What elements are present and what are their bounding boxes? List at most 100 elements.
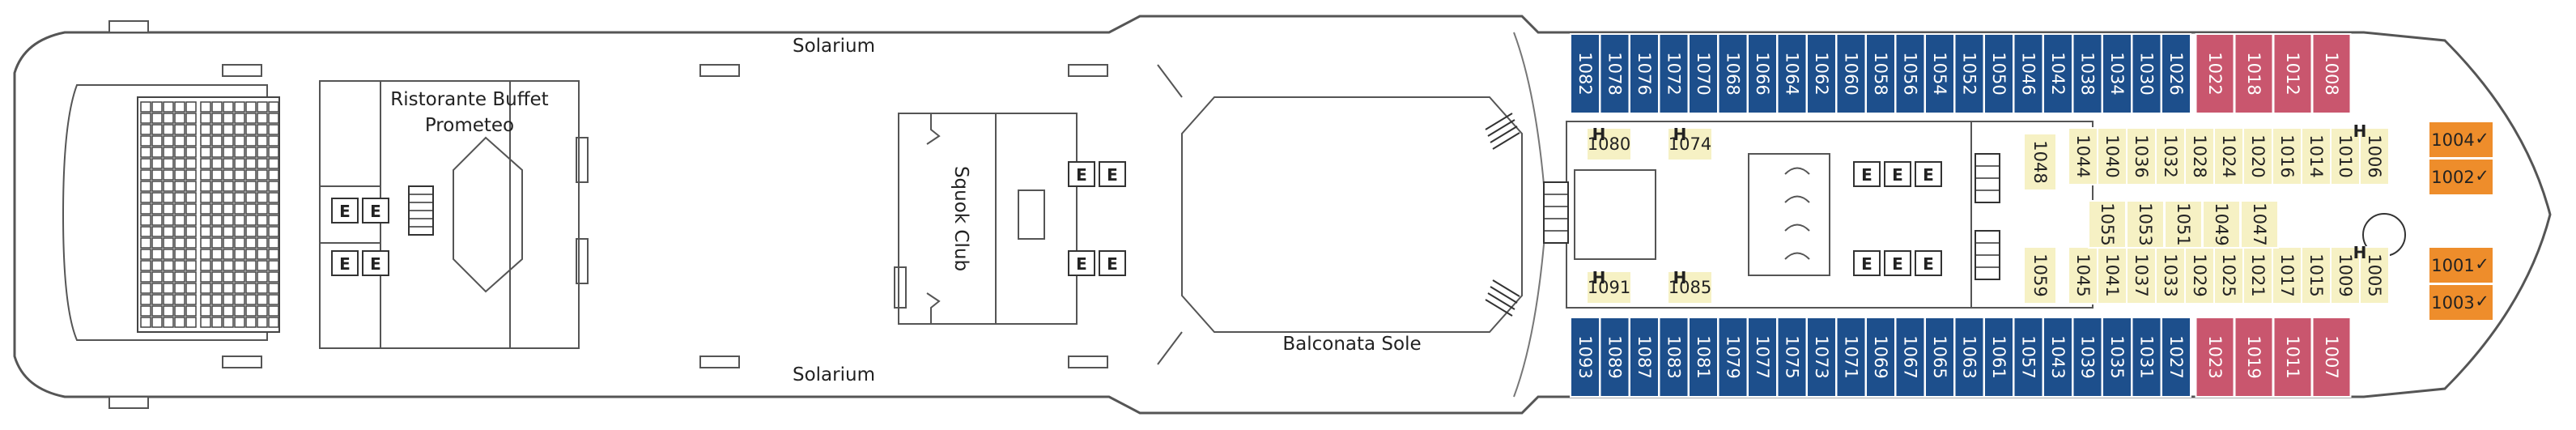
cabin-top-1056[interactable]: 1056 — [1894, 33, 1926, 114]
cabin-bottom-1007[interactable]: 1007 — [2311, 317, 2352, 398]
cabin-top-1068[interactable]: 1068 — [1717, 33, 1749, 114]
cabin-top-1058[interactable]: 1058 — [1865, 33, 1896, 114]
cabin-small-1085[interactable]: 1085 — [1667, 270, 1713, 304]
seat — [163, 181, 174, 192]
cabin-inner-1017[interactable]: 1017 — [2272, 246, 2302, 304]
seat — [140, 158, 151, 169]
cabin-bottom-1069[interactable]: 1069 — [1865, 317, 1896, 398]
cabin-top-1066[interactable]: 1066 — [1747, 33, 1778, 114]
cabin-middle-1047[interactable]: 1047 — [2240, 200, 2279, 249]
cabin-bottom-1083[interactable]: 1083 — [1658, 317, 1690, 398]
cabin-inner-1029[interactable]: 1029 — [2184, 246, 2215, 304]
seat — [234, 226, 245, 237]
seat — [151, 294, 163, 305]
cabin-bottom-1057[interactable]: 1057 — [2013, 317, 2044, 398]
cabin-bottom-1067[interactable]: 1067 — [1894, 317, 1926, 398]
cabin-inner-1015[interactable]: 1015 — [2301, 246, 2332, 304]
cabin-top-1022[interactable]: 1022 — [2195, 33, 2235, 114]
elevator-7: E — [1068, 250, 1095, 276]
cabin-top-1030[interactable]: 1030 — [2131, 33, 2162, 114]
cabin-top-1012[interactable]: 1012 — [2272, 33, 2313, 114]
cabin-bottom-1081[interactable]: 1081 — [1688, 317, 1719, 398]
cabin-inner-1044[interactable]: 1044 — [2068, 127, 2098, 185]
elevator-icon: E — [1892, 165, 1903, 185]
cabin-bow-1004[interactable]: 1004✓ — [2428, 121, 2494, 159]
accessible-icon: H — [1592, 268, 1606, 287]
cabin-top-1038[interactable]: 1038 — [2072, 33, 2103, 114]
cabin-inner-1024[interactable]: 1024 — [2213, 127, 2244, 185]
cabin-top-1026[interactable]: 1026 — [2161, 33, 2191, 114]
cabin-bottom-1043[interactable]: 1043 — [2043, 317, 2073, 398]
cabin-bottom-1031[interactable]: 1031 — [2131, 317, 2162, 398]
cabin-top-1034[interactable]: 1034 — [2102, 33, 2132, 114]
cabin-bottom-1065[interactable]: 1065 — [1924, 317, 1955, 398]
cabin-inner-1021[interactable]: 1021 — [2242, 246, 2273, 304]
cabin-number: 1018 — [2244, 52, 2264, 95]
cabin-inner-1020[interactable]: 1020 — [2242, 127, 2273, 185]
cabin-inner-1016[interactable]: 1016 — [2272, 127, 2302, 185]
cabin-top-1052[interactable]: 1052 — [1953, 33, 1985, 114]
cabin-bottom-1011[interactable]: 1011 — [2272, 317, 2313, 398]
cabin-middle-1049[interactable]: 1049 — [2202, 200, 2241, 249]
cabin-small-1074[interactable]: 1074 — [1667, 127, 1713, 161]
cabin-bottom-1061[interactable]: 1061 — [1983, 317, 2014, 398]
cabin-bottom-1063[interactable]: 1063 — [1953, 317, 1985, 398]
cabin-inner-1041[interactable]: 1041 — [2097, 246, 2128, 304]
cabin-inner-1040[interactable]: 1040 — [2097, 127, 2128, 185]
cabin-inner-1010[interactable]: 1010 — [2330, 127, 2361, 185]
cabin-inner-1006[interactable]: 1006 — [2359, 127, 2390, 185]
cabin-inner-1037[interactable]: 1037 — [2126, 246, 2157, 304]
cabin-top-1076[interactable]: 1076 — [1629, 33, 1660, 114]
cabin-bottom-1093[interactable]: 1093 — [1570, 317, 1600, 398]
seat — [185, 169, 197, 181]
seat — [257, 203, 268, 215]
cabin-bottom-1075[interactable]: 1075 — [1776, 317, 1808, 398]
cabin-inner-1032[interactable]: 1032 — [2155, 127, 2186, 185]
cabin-bottom-1089[interactable]: 1089 — [1599, 317, 1630, 398]
cabin-bottom-1019[interactable]: 1019 — [2234, 317, 2274, 398]
cabin-top-1018[interactable]: 1018 — [2234, 33, 2274, 114]
cabin-bow-1001[interactable]: 1001✓ — [2428, 246, 2494, 284]
cabin-middle-1051[interactable]: 1051 — [2164, 200, 2203, 249]
cabin-inner-1025[interactable]: 1025 — [2213, 246, 2244, 304]
cabin-top-1042[interactable]: 1042 — [2043, 33, 2073, 114]
cabin-top-1060[interactable]: 1060 — [1835, 33, 1867, 114]
cabin-top-1050[interactable]: 1050 — [1983, 33, 2014, 114]
cabin-number: 1050 — [1989, 52, 2009, 95]
cabin-bottom-1073[interactable]: 1073 — [1806, 317, 1837, 398]
cabin-bow-1003[interactable]: 1003✓ — [2428, 283, 2494, 321]
cabin-bottom-1071[interactable]: 1071 — [1835, 317, 1867, 398]
cabin-bottom-1023[interactable]: 1023 — [2195, 317, 2235, 398]
cabin-top-1070[interactable]: 1070 — [1688, 33, 1719, 114]
cabin-inner-1014[interactable]: 1014 — [2301, 127, 2332, 185]
cabin-middle-1055[interactable]: 1055 — [2088, 200, 2127, 249]
cabin-bottom-1087[interactable]: 1087 — [1629, 317, 1660, 398]
cabin-top-1008[interactable]: 1008 — [2311, 33, 2352, 114]
cabin-bottom-1035[interactable]: 1035 — [2102, 317, 2132, 398]
cabin-inner-1036[interactable]: 1036 — [2126, 127, 2157, 185]
cabin-inner-1033[interactable]: 1033 — [2155, 246, 2186, 304]
cabin-bow-1002[interactable]: 1002✓ — [2428, 158, 2494, 196]
cabin-1059[interactable]: 1059 — [2023, 246, 2057, 304]
cabin-top-1064[interactable]: 1064 — [1776, 33, 1808, 114]
cabin-top-1078[interactable]: 1078 — [1599, 33, 1630, 114]
cabin-number: 1077 — [1753, 335, 1772, 378]
cabin-small-1080[interactable]: 1080 — [1586, 127, 1632, 161]
cabin-small-1091[interactable]: 1091 — [1586, 270, 1632, 304]
cabin-bottom-1027[interactable]: 1027 — [2161, 317, 2191, 398]
cabin-middle-1053[interactable]: 1053 — [2126, 200, 2165, 249]
cabin-top-1054[interactable]: 1054 — [1924, 33, 1955, 114]
cabin-inner-1028[interactable]: 1028 — [2184, 127, 2215, 185]
cabin-inner-1009[interactable]: 1009 — [2330, 246, 2361, 304]
seat — [200, 226, 211, 237]
cabin-top-1082[interactable]: 1082 — [1570, 33, 1600, 114]
cabin-top-1062[interactable]: 1062 — [1806, 33, 1837, 114]
cabin-inner-1045[interactable]: 1045 — [2068, 246, 2098, 304]
cabin-bottom-1079[interactable]: 1079 — [1717, 317, 1749, 398]
cabin-1048[interactable]: 1048 — [2023, 133, 2057, 191]
cabin-bottom-1077[interactable]: 1077 — [1747, 317, 1778, 398]
cabin-top-1072[interactable]: 1072 — [1658, 33, 1690, 114]
cabin-inner-1005[interactable]: 1005 — [2359, 246, 2390, 304]
cabin-bottom-1039[interactable]: 1039 — [2072, 317, 2103, 398]
cabin-top-1046[interactable]: 1046 — [2013, 33, 2044, 114]
